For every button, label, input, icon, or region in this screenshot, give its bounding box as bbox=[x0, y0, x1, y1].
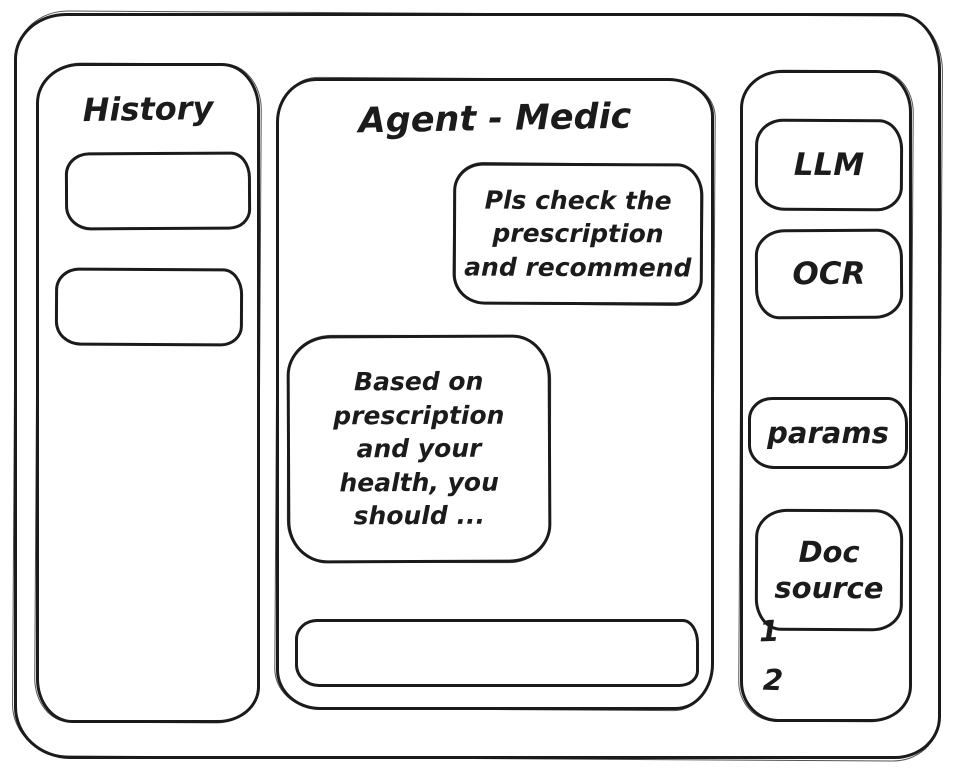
tools-panel: LLM OCR params Doc source 1 2 bbox=[740, 70, 912, 722]
user-message-text: Pls check the prescription and recommend bbox=[464, 185, 692, 283]
doc-source-item-2: 2 bbox=[762, 662, 784, 698]
chat-panel: Agent - Medic Pls check the prescription… bbox=[276, 78, 714, 710]
assistant-message-bubble: Based on prescription and your health, y… bbox=[286, 334, 552, 564]
history-item[interactable] bbox=[54, 267, 244, 347]
history-item[interactable] bbox=[64, 151, 252, 231]
llm-button[interactable]: LLM bbox=[754, 118, 904, 212]
message-input[interactable] bbox=[295, 619, 699, 687]
chat-title: Agent - Medic bbox=[358, 96, 632, 142]
history-title: History bbox=[82, 88, 214, 130]
params-button[interactable]: params bbox=[748, 397, 908, 469]
history-panel: History bbox=[36, 63, 260, 723]
ocr-button[interactable]: OCR bbox=[754, 228, 904, 320]
doc-source-item-1: 1 bbox=[758, 613, 780, 649]
user-message-bubble: Pls check the prescription and recommend bbox=[452, 162, 704, 306]
assistant-message-text: Based on prescription and your health, y… bbox=[333, 366, 505, 531]
